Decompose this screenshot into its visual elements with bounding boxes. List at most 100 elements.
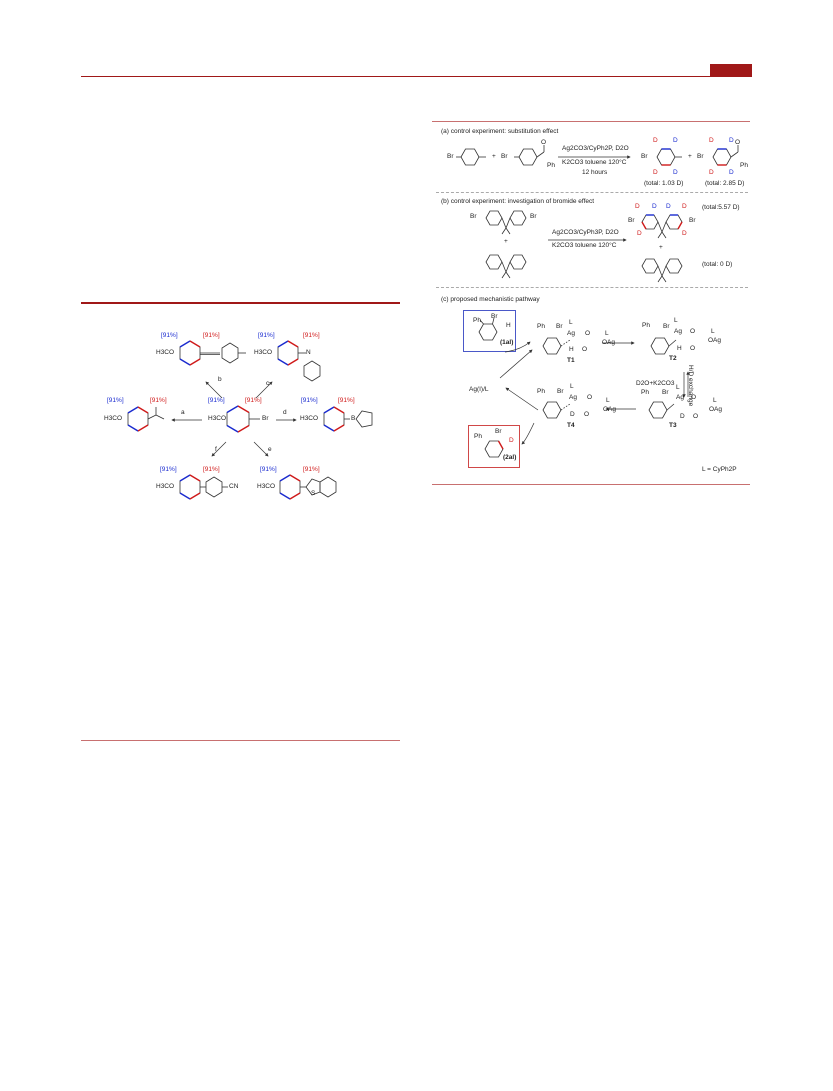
- f-pct-blue: [91%]: [160, 466, 177, 473]
- t4-d: D: [570, 411, 575, 418]
- t1-o1: O: [585, 330, 591, 337]
- step-b: b: [218, 376, 222, 383]
- prod-ph: Ph: [474, 433, 482, 440]
- a-p2-total: (total: 2.85 D): [705, 180, 745, 187]
- c-pct-red: [91%]: [303, 332, 320, 339]
- prod-label: (2al): [503, 454, 517, 461]
- a-p1-d2: D: [673, 137, 678, 144]
- e-pct-blue: [91%]: [260, 466, 277, 473]
- step-a: a: [181, 409, 185, 416]
- left-section-rule: [81, 302, 400, 304]
- t4-o2: O: [584, 411, 590, 418]
- b-p-br-l: Br: [628, 217, 635, 224]
- center-pct-blue: [91%]: [208, 397, 225, 404]
- b-plus2: +: [659, 244, 663, 251]
- d-pct-red: [91%]: [338, 397, 355, 404]
- a-reagent-bot: 12 hours: [582, 169, 608, 176]
- right-bottom-rule: [432, 484, 750, 485]
- e-s: S: [311, 490, 316, 497]
- d-pct-blue: [91%]: [301, 397, 318, 404]
- center-br: Br: [262, 415, 269, 422]
- b-d3: D: [666, 203, 671, 210]
- scheme-a-title: (a) control experiment: substitution eff…: [441, 128, 559, 135]
- e-meo: H3CO: [257, 483, 276, 490]
- product-c: [277, 340, 321, 382]
- b-sm-br-l: Br: [470, 213, 477, 220]
- t1-l: L: [569, 319, 573, 326]
- a-sm1-br: Br: [447, 153, 454, 160]
- sm-h: H: [506, 322, 511, 329]
- t3-d: D: [680, 413, 685, 420]
- b-pct-red: [91%]: [203, 332, 220, 339]
- t3-oag: OAg: [709, 406, 723, 413]
- divider-bc: [436, 287, 748, 288]
- a-p1-d1: D: [653, 137, 658, 144]
- t3-br: Br: [662, 389, 669, 396]
- a-p1-total: (total: 1.03 D): [644, 180, 684, 187]
- t3-o1: O: [691, 394, 697, 401]
- a-plus2: +: [688, 153, 692, 160]
- b-d5: D: [637, 230, 642, 237]
- b-pct-blue: [91%]: [161, 332, 178, 339]
- t4-l2: L: [606, 397, 610, 404]
- b-d1: D: [635, 203, 640, 210]
- center-ring: [226, 405, 260, 433]
- c-pct-blue: [91%]: [258, 332, 275, 339]
- scheme-b-title: (b) control experiment: investigation of…: [441, 198, 595, 205]
- b-p-br-r: Br: [689, 217, 696, 224]
- b-d6: D: [682, 230, 687, 237]
- a-p2-d2: D: [729, 137, 734, 144]
- b-sm-br-r: Br: [530, 213, 537, 220]
- sm-br: Br: [491, 313, 498, 320]
- t2-ag: Ag: [674, 328, 682, 335]
- step-d: d: [283, 409, 287, 416]
- f-meo: H3CO: [156, 483, 175, 490]
- a-reagent-mid: K2CO3 toluene 120°C: [562, 159, 627, 166]
- step-arrows: [171, 381, 297, 457]
- product-d: [323, 406, 373, 432]
- scheme-b-structures: [485, 210, 683, 283]
- d-b: B: [351, 415, 356, 422]
- a-pct-red: [91%]: [150, 397, 167, 404]
- a-p1-d4: D: [673, 169, 678, 176]
- a-p2-ph: Ph: [740, 162, 748, 169]
- t3-ag: Ag: [676, 394, 684, 401]
- a-p2-d1: D: [709, 137, 714, 144]
- a-p2-o: O: [735, 139, 741, 146]
- t1-ph: Ph: [537, 323, 545, 330]
- step-c: c: [266, 380, 270, 387]
- a-p2-br: Br: [697, 153, 704, 160]
- t3-label: T3: [669, 422, 677, 429]
- scheme-c-structures: [478, 317, 690, 458]
- c-n: N: [306, 349, 311, 356]
- t1-ag: Ag: [567, 330, 575, 337]
- t3-l: L: [676, 384, 680, 391]
- exchange-reagent: D2O+K2CO3: [636, 380, 675, 387]
- catalyst: Ag(I)/L: [469, 386, 489, 393]
- product-box: [468, 425, 520, 468]
- t2-o2: O: [690, 345, 696, 352]
- sm-label: (1al): [500, 339, 514, 346]
- a-p1-d3: D: [653, 169, 658, 176]
- prod-d: D: [509, 437, 514, 444]
- right-top-rule: [432, 121, 750, 122]
- ligand-def: L = CyPh2P: [702, 466, 737, 473]
- t4-oag: OAg: [603, 406, 617, 413]
- t1-br: Br: [556, 323, 563, 330]
- a-p2-d3: D: [709, 169, 714, 176]
- d-meo: H3CO: [300, 415, 319, 422]
- header-tab: [710, 64, 752, 76]
- center-pct-red: [91%]: [245, 397, 262, 404]
- header-rule: [81, 76, 752, 77]
- a-sm2-o: O: [541, 139, 547, 146]
- a-p1-br: Br: [641, 153, 648, 160]
- a-meo: H3CO: [104, 415, 123, 422]
- prod-br: Br: [495, 428, 502, 435]
- t4-ph: Ph: [537, 388, 545, 395]
- f-cn: CN: [229, 483, 239, 490]
- divider-ab: [436, 192, 748, 193]
- a-sm2-ph: Ph: [547, 162, 555, 169]
- t2-l2: L: [711, 328, 715, 335]
- c-meo: H3CO: [254, 349, 273, 356]
- scheme-a-structures: [456, 145, 739, 166]
